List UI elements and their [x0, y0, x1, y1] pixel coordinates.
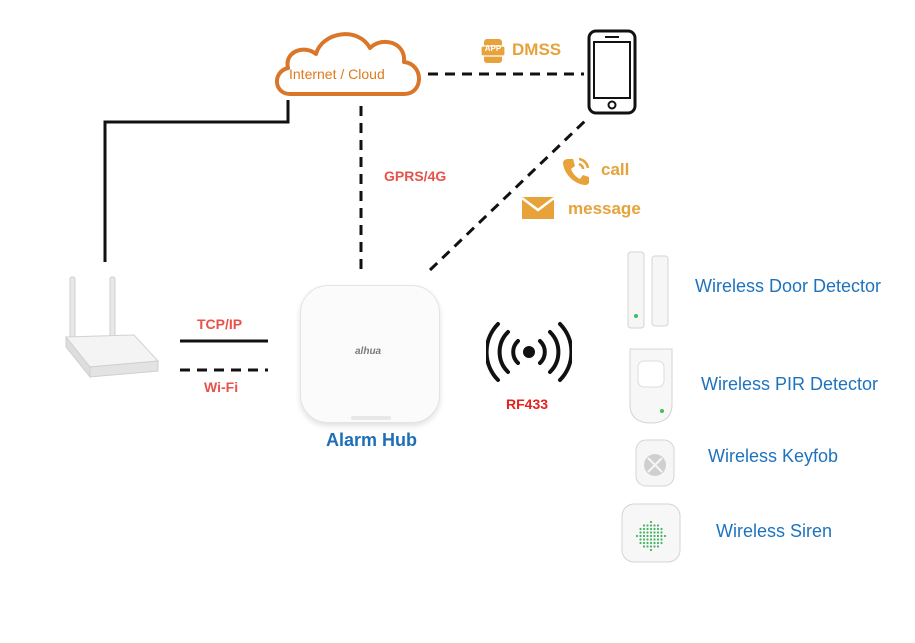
app-name: DMSS: [512, 40, 562, 59]
app-icon: [481, 39, 505, 63]
pir-detector-icon: [629, 348, 673, 424]
phone-call-icon: [563, 157, 590, 185]
device-label-door: Wireless Door Detector: [695, 276, 882, 296]
hub-phone-line: [428, 118, 588, 272]
cloud-icon: [275, 32, 421, 96]
router-cloud-line: [103, 100, 290, 262]
message-label: message: [568, 199, 641, 218]
router-icon: [64, 276, 160, 379]
hub-brand-logo: alhua: [355, 346, 382, 357]
radio-wave-icon: [486, 322, 572, 382]
device-label-siren: Wireless Siren: [716, 521, 833, 541]
device-label-pir: Wireless PIR Detector: [701, 374, 879, 394]
app-badge: APP: [484, 44, 502, 53]
wifi-label: Wi-Fi: [204, 379, 239, 395]
cloud-label: Internet / Cloud: [289, 66, 385, 82]
call-label: call: [601, 160, 630, 179]
gprs-label: GPRS/4G: [384, 168, 447, 184]
alarm-hub-device: alhua: [300, 285, 440, 423]
smartphone-icon: [587, 29, 637, 115]
door-detector-icon: [627, 251, 669, 329]
siren-icon: [621, 503, 681, 563]
rf-label: RF433: [506, 396, 549, 412]
device-label-keyfob: Wireless Keyfob: [708, 446, 839, 466]
tcpip-label: TCP/IP: [197, 316, 243, 332]
envelope-icon: [521, 197, 555, 219]
keyfob-icon: [635, 439, 675, 487]
alarm-hub-label: Alarm Hub: [326, 430, 418, 450]
